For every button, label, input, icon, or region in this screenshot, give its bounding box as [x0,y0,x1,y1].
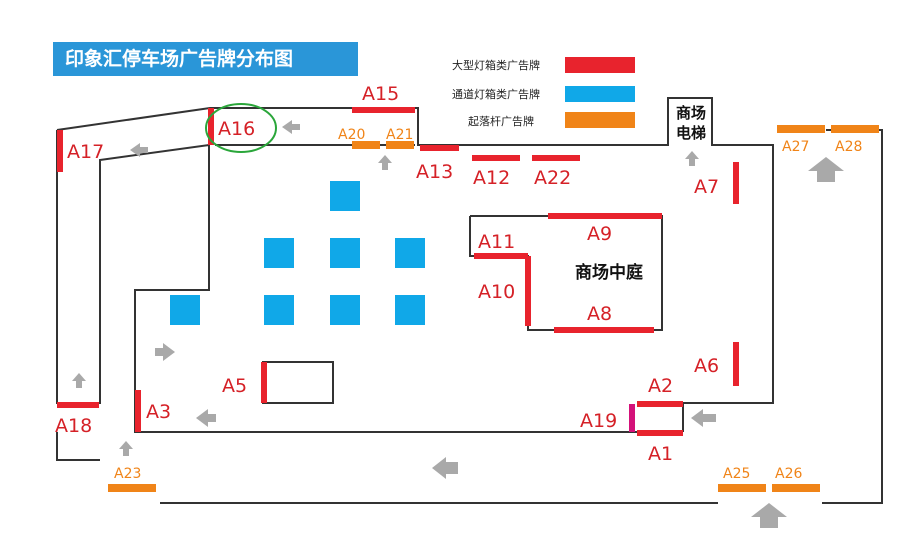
arrow-up-icon [378,155,392,170]
channel-lightbox [330,181,360,211]
billboard-label-a12: A12 [473,167,510,189]
billboard-label-a18: A18 [55,415,92,437]
billboard-label-a21: A21 [386,127,413,143]
flow-arrows [72,120,844,528]
arrow-down-icon [72,373,86,388]
arrow-up-icon [808,157,844,182]
billboard-label-a9: A9 [587,223,612,245]
arrow-right-icon [155,343,175,361]
billboard-label-a26: A26 [775,466,802,482]
map-title: 印象汇停车场广告牌分布图 [53,42,358,76]
legend-barrier-swatch [565,112,635,128]
billboard-label-a27: A27 [782,139,809,155]
billboard-label-a10: A10 [478,281,515,303]
highlight-circle [205,103,277,153]
channel-lightbox [395,295,425,325]
billboard-label-a5: A5 [222,375,247,397]
billboard-bars [57,107,879,492]
wall-lower-left [56,432,100,461]
elevator-label-2: 电梯 [676,124,706,142]
channel-lightbox [330,238,360,268]
arrow-left-icon [691,409,716,427]
billboard-label-a23: A23 [114,466,141,482]
billboard-label-a7: A7 [694,176,719,198]
billboard-label-a11: A11 [478,231,515,253]
elevator-label-1: 商场 [676,104,706,122]
billboard-label-a25: A25 [723,466,750,482]
channel-lightboxes [170,181,425,325]
legend-large-swatch [565,57,635,73]
legend-channel-swatch [565,86,635,102]
billboard-label-a22: A22 [534,167,571,189]
arrow-left-icon [130,143,148,157]
billboard-label-a3: A3 [146,401,171,423]
channel-lightbox [330,295,360,325]
channel-lightbox [170,295,200,325]
billboard-label-a8: A8 [587,303,612,325]
legend-channel-label: 通道灯箱类广告牌 [452,88,540,101]
arrow-left-icon [196,409,216,427]
billboard-label-a1: A1 [648,443,673,465]
channel-lightbox [264,295,294,325]
wall-room-a5 [262,361,334,404]
wall-bottom-right [822,129,883,504]
billboard-label-a15: A15 [362,83,399,105]
billboard-label-a17: A17 [67,141,104,163]
arrow-down-icon [119,441,133,456]
arrow-up-icon [685,151,699,166]
billboard-label-a13: A13 [416,161,453,183]
billboard-label-a19: A19 [580,410,617,432]
billboard-label-a2: A2 [648,375,673,397]
legend-barrier-label: 起落杆广告牌 [468,115,534,128]
billboard-label-a16: A16 [218,118,255,140]
billboard-label-a28: A28 [835,139,862,155]
channel-lightbox [395,238,425,268]
wall-outer-top [56,97,774,404]
channel-lightbox [264,238,294,268]
atrium-label: 商场中庭 [575,262,643,283]
arrow-up-icon [751,503,787,528]
arrow-left-icon [432,457,458,479]
billboard-label-a6: A6 [694,355,719,377]
legend-large-label: 大型灯箱类广告牌 [452,59,540,72]
billboard-label-a20: A20 [338,127,365,143]
arrow-left-icon [282,120,300,134]
